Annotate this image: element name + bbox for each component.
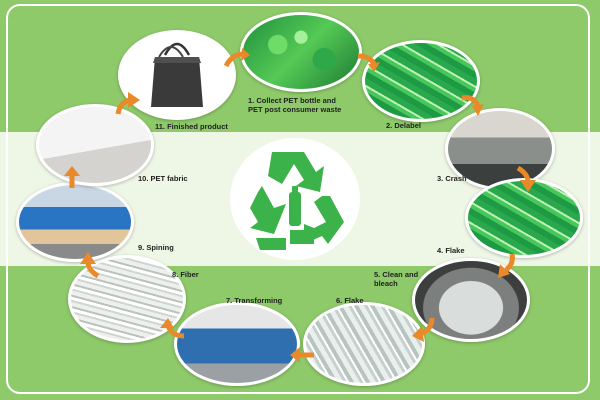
step-4-image xyxy=(465,178,583,258)
arrow-icon xyxy=(64,166,80,188)
step-1-label: 1. Collect PET bottle and PET post consu… xyxy=(248,96,342,114)
step-8-label: 8. Fiber xyxy=(172,270,199,279)
arrow-icon xyxy=(160,318,185,339)
step-9-label: 9. Spining xyxy=(138,243,174,252)
arrow-icon xyxy=(357,53,380,72)
step-6-label: 6. Flake xyxy=(336,296,364,305)
arrow-icon xyxy=(115,92,140,115)
step-9-image xyxy=(16,182,134,262)
outer-frame xyxy=(6,4,590,394)
arrow-icon xyxy=(498,253,515,278)
arrow-icon xyxy=(516,166,536,192)
step-10-label: 10. PET fabric xyxy=(138,174,188,183)
recycle-bottle-icon xyxy=(250,152,344,250)
arrow-icon xyxy=(461,95,484,116)
step-3-label: 3. Crash xyxy=(437,174,467,183)
arrow-icon xyxy=(80,252,100,278)
arrow-icon xyxy=(290,347,314,363)
arrow-icon xyxy=(223,48,250,68)
step-11-label: 11. Finished product xyxy=(155,122,228,131)
step-2-image xyxy=(362,40,480,122)
step-10-image xyxy=(36,104,154,186)
step-7-label: 7. Transforming xyxy=(226,296,283,305)
recycle-icon-circle xyxy=(230,138,360,260)
arrow-icon xyxy=(412,317,435,342)
step-3-image xyxy=(445,108,555,190)
step-5-label: 5. Clean and bleach xyxy=(374,270,419,288)
step-4-label: 4. Flake xyxy=(437,246,465,255)
tote-bag-icon xyxy=(151,42,203,107)
step-7-image xyxy=(174,302,300,386)
step-2-label: 2. Delabel xyxy=(386,121,422,130)
step-6-image xyxy=(303,302,425,386)
step-11-image xyxy=(118,30,236,120)
step-1-image xyxy=(240,12,362,92)
